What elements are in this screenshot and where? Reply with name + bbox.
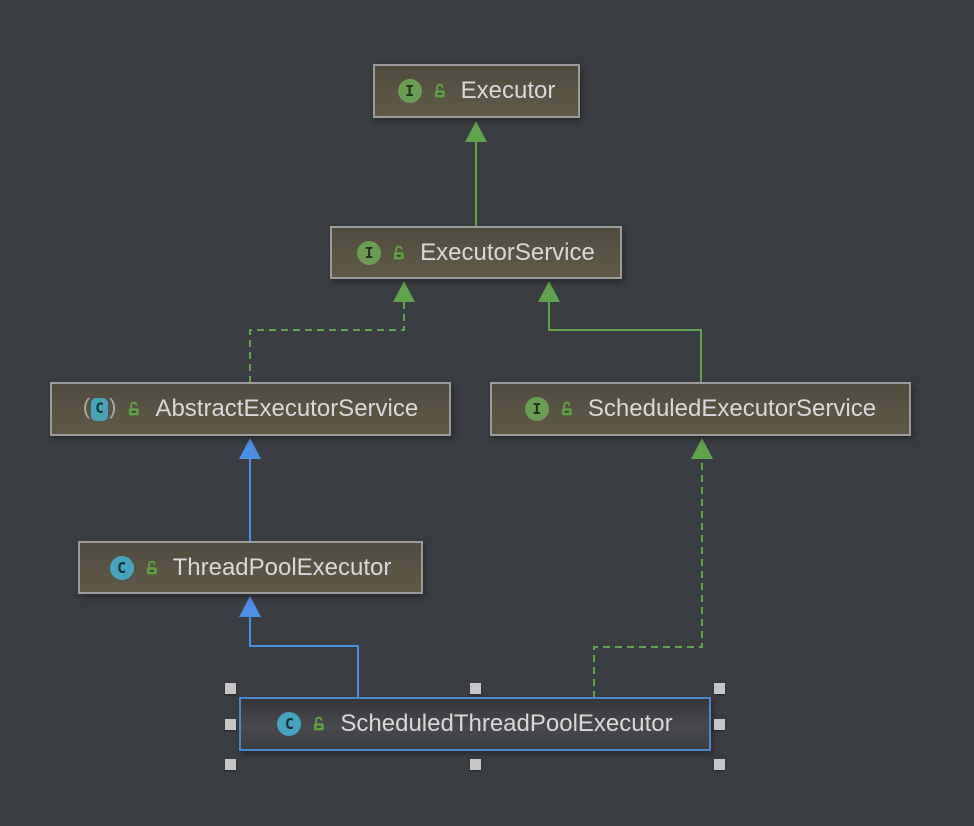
class-icon: C: [109, 555, 134, 580]
node-label: ScheduledThreadPoolExecutor: [340, 710, 673, 737]
arrowhead-icon: [465, 121, 487, 142]
unlocked-icon: [390, 244, 407, 262]
node-label: ThreadPoolExecutor: [172, 553, 392, 581]
abstract-class-icon: (C): [82, 394, 117, 421]
node-label: AbstractExecutorService: [155, 395, 419, 422]
edge-implements-abstract-executor-service-to-executor-service[interactable]: [249, 300, 405, 383]
selection-handle-ne[interactable]: [714, 683, 725, 694]
node-abstract-executor-service[interactable]: (C) AbstractExecutorService: [50, 382, 451, 436]
arrowhead-icon: [239, 596, 261, 617]
node-thread-pool-executor[interactable]: C ThreadPoolExecutor: [78, 541, 423, 594]
unlocked-icon: [143, 559, 160, 577]
node-scheduled-executor-service[interactable]: I ScheduledExecutorService: [490, 382, 911, 436]
unlocked-icon: [431, 82, 448, 100]
edge-extends-scheduled-thread-pool-executor-to-thread-pool-executor[interactable]: [249, 615, 359, 698]
node-scheduled-thread-pool-executor[interactable]: C ScheduledThreadPoolExecutor: [239, 697, 711, 751]
selection-handle-n[interactable]: [469, 683, 481, 694]
node-label: ScheduledExecutorService: [587, 395, 877, 422]
arrowhead-icon: [239, 438, 261, 459]
selection-handle-sw[interactable]: [225, 759, 236, 770]
arrowhead-icon: [691, 438, 713, 459]
node-executor-service[interactable]: I ExecutorService: [330, 226, 622, 279]
selection-handle-e[interactable]: [714, 718, 725, 730]
unlocked-icon: [125, 400, 142, 418]
interface-icon: I: [397, 79, 422, 103]
edge-extends-scheduled-executor-service-to-executor-service[interactable]: [548, 300, 702, 383]
node-label: ExecutorService: [420, 238, 595, 266]
selection-handle-se[interactable]: [714, 759, 725, 770]
class-icon: C: [277, 712, 302, 736]
unlocked-icon: [310, 715, 327, 733]
node-executor[interactable]: I Executor: [373, 64, 580, 118]
unlocked-icon: [558, 400, 575, 418]
selection-handle-nw[interactable]: [225, 683, 236, 694]
interface-icon: I: [524, 397, 549, 421]
arrowhead-icon: [393, 281, 415, 302]
edge-implements-scheduled-thread-pool-executor-to-scheduled-executor-service[interactable]: [593, 457, 703, 698]
arrowhead-icon: [538, 281, 560, 302]
selection-handle-s[interactable]: [469, 759, 481, 770]
selection-handle-w[interactable]: [225, 718, 236, 730]
node-label: Executor: [460, 77, 556, 104]
interface-icon: I: [357, 240, 382, 265]
